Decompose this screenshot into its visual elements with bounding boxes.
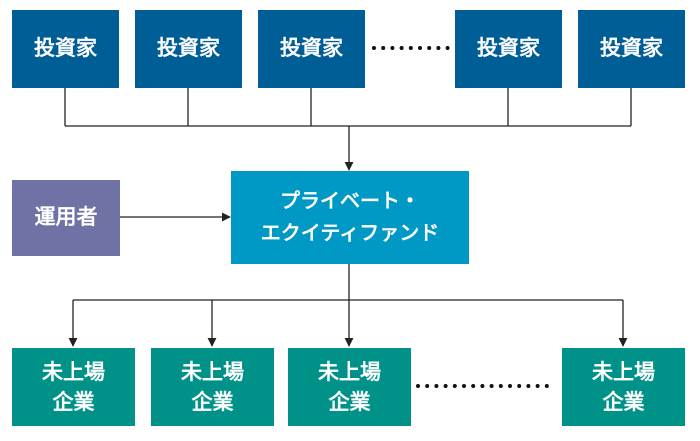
investor-label: 投資家 — [280, 36, 344, 60]
company-row: 未上場 企業 未上場 企業 未上場 企業 未上場 企業 — [12, 348, 685, 426]
company-label-line2: 企業 — [602, 390, 646, 414]
fund-label-line2: エクイティファンド — [261, 221, 439, 245]
investor-connectors — [64, 88, 632, 171]
company-label-line1: 未上場 — [42, 360, 105, 384]
company-box: 未上場 企業 — [151, 348, 274, 426]
company-label-line2: 企業 — [52, 390, 96, 414]
investor-box: 投資家 — [455, 10, 562, 88]
company-box: 未上場 企業 — [288, 348, 411, 426]
investor-row: 投資家 投資家 投資家 投資家 投資家 — [12, 10, 685, 88]
company-label-line2: 企業 — [328, 390, 372, 414]
company-box: 未上場 企業 — [12, 348, 135, 426]
investor-box: 投資家 — [135, 10, 242, 88]
investor-box: 投資家 — [12, 10, 119, 88]
manager-box: 運用者 — [12, 180, 120, 256]
investor-label: 投資家 — [157, 36, 221, 60]
company-label-line1: 未上場 — [592, 360, 655, 384]
fund-label-line1: プライベート・ — [280, 189, 420, 213]
investor-label: 投資家 — [477, 36, 541, 60]
company-connectors — [68, 264, 628, 347]
investor-box: 投資家 — [258, 10, 365, 88]
investor-label: 投資家 — [600, 36, 664, 60]
fund-box: プライベート・ エクイティファンド — [231, 171, 469, 264]
investor-label: 投資家 — [34, 36, 98, 60]
manager-label: 運用者 — [35, 205, 98, 229]
company-label-line1: 未上場 — [318, 360, 381, 384]
investor-box: 投資家 — [578, 10, 685, 88]
company-label-line1: 未上場 — [181, 360, 244, 384]
company-label-line2: 企業 — [191, 390, 235, 414]
company-box: 未上場 企業 — [562, 348, 685, 426]
